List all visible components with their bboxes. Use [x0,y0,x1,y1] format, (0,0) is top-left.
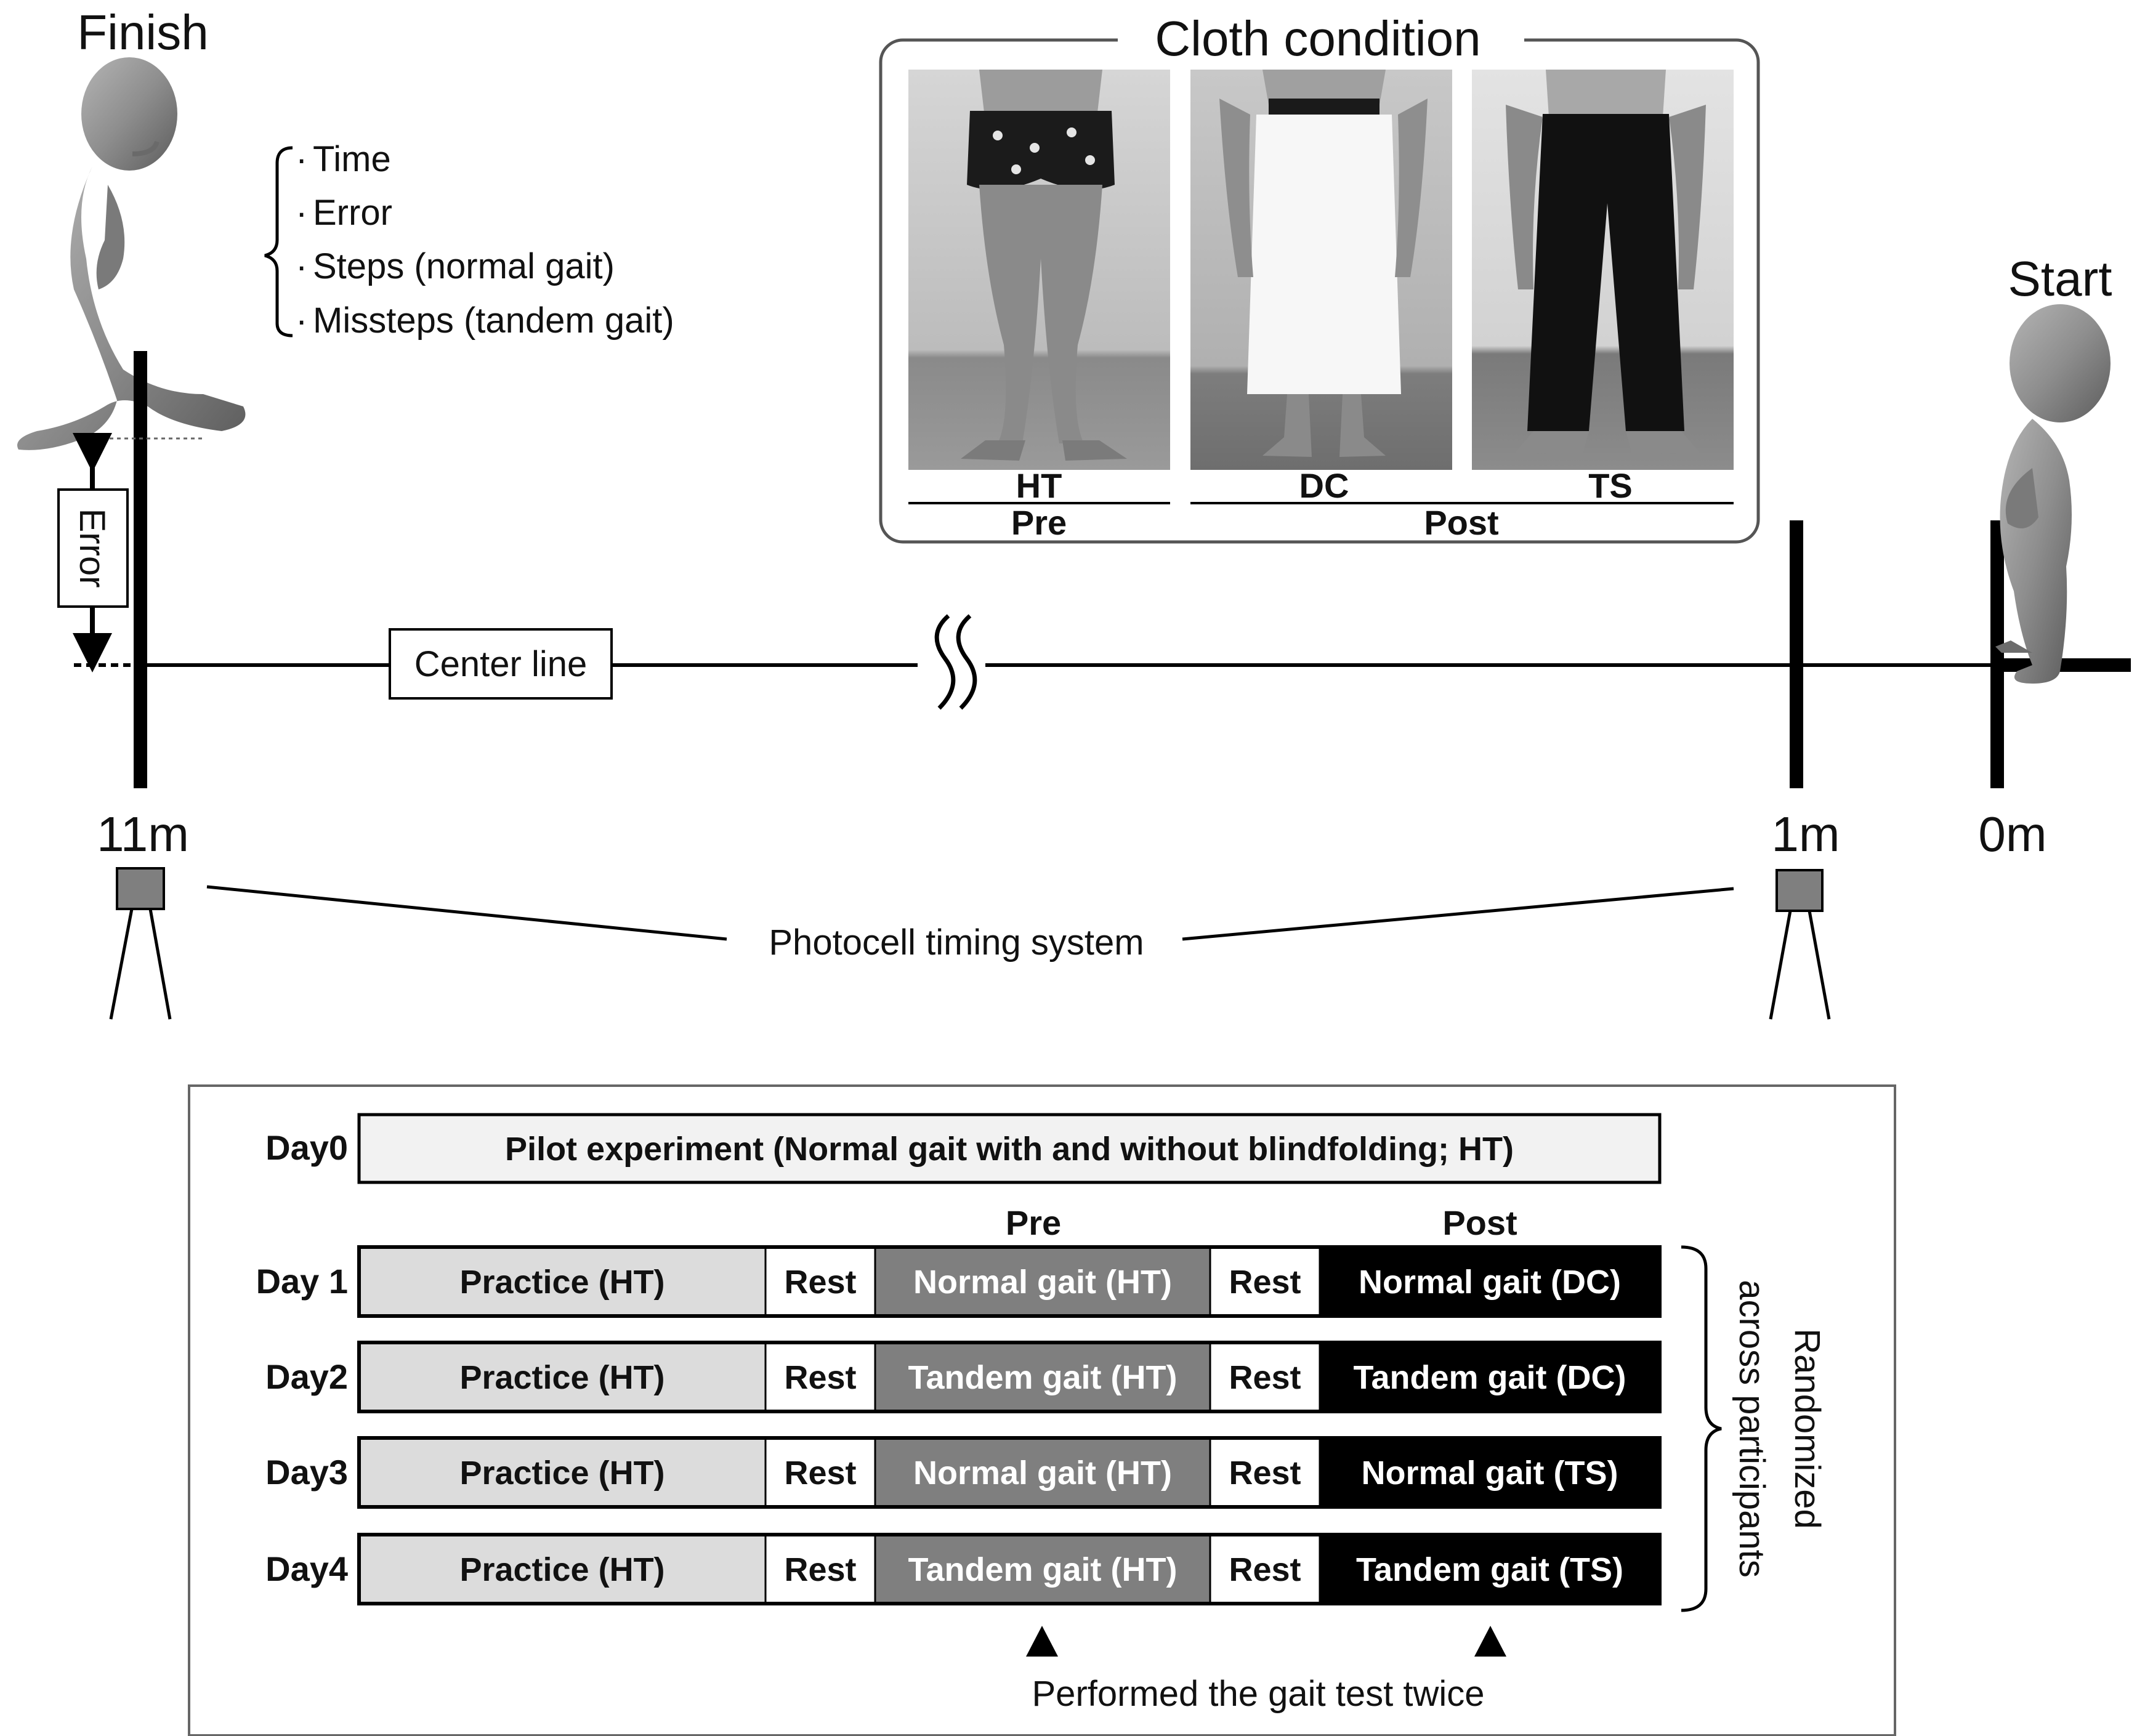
practice-text: Practice (HT) [459,1551,665,1588]
start-label: Start [2008,251,2112,306]
photocell-left [109,867,172,1020]
measure-item-time: Time [313,139,391,179]
measure-item-missteps: Missteps (tandem gait) [313,301,674,341]
rest-2-text: Rest [1229,1264,1301,1301]
schedule-post-header: Post [1442,1203,1517,1242]
post-test-text: Tandem gait (TS) [1356,1551,1623,1588]
randomized-label: Randomized [1787,1328,1827,1529]
measure-bullet: · [296,301,307,341]
center-line-label-box [389,628,613,700]
cloth-label-ts: TS [1588,466,1633,505]
cloth-photo-ts [1472,70,1734,470]
practice-text: Practice (HT) [459,1359,665,1396]
measure-item-error: Error [313,193,392,233]
day-label: Day3 [265,1453,348,1492]
cloth-condition-title: Cloth condition [1155,11,1481,66]
finish-mannequin-figure [17,57,246,450]
practice-segment [358,1437,767,1508]
rest-1-text: Rest [784,1455,856,1492]
rest-1-text: Rest [784,1359,856,1396]
day-label: Day2 [265,1357,348,1396]
randomized-sublabel: across participants [1732,1280,1772,1578]
triangle-marker-post [1474,1626,1506,1657]
error-label: Error [72,509,112,588]
distance-label-11m: 11m [97,807,189,862]
measure-bullet: · [296,193,307,233]
schedule-row: Day 1 Practice (HT) Rest Normal gait (HT) Re… [256,1245,1662,1318]
schedule-row: Day3 Practice (HT) Rest Normal gait (HT) Res… [265,1436,1662,1509]
post-test-text: Normal gait (TS) [1361,1455,1618,1492]
photocell-beam-right [1182,887,1734,941]
photocell-right [1769,869,1831,1020]
center-line-label: Center line [414,644,587,684]
rest-2-text: Rest [1229,1551,1301,1588]
pre-test-text: Tandem gait (HT) [908,1359,1178,1396]
photocell-label: Photocell timing system [769,923,1144,963]
rest-2-text: Rest [1229,1455,1301,1492]
schedule-row: Day4 Practice (HT) Rest Tandem gait (HT) Res… [265,1533,1662,1605]
measure-bullet: · [296,139,307,179]
finish-label: Finish [77,5,208,60]
cloth-label-dc: DC [1299,466,1349,505]
post-test-text: Normal gait (DC) [1359,1264,1621,1301]
practice-segment [358,1246,767,1317]
schedule-pre-header: Pre [1006,1203,1061,1242]
measure-bullet: · [296,246,307,286]
schedule-row-outline [357,1436,1662,1509]
post-test-text: Tandem gait (DC) [1354,1359,1626,1396]
cloth-phase-pre: Pre [1011,503,1067,542]
post-test-segment [1319,1246,1661,1317]
cloth-title-background [1118,15,1524,71]
randomized-brace [1681,1245,1722,1612]
rest-1-text: Rest [784,1264,856,1301]
photocell-beam-left [206,885,727,941]
practice-text: Practice (HT) [459,1455,665,1492]
post-test-segment [1319,1533,1661,1605]
cloth-photo-dc [1190,70,1452,470]
day0-bar-text: Pilot experiment (Normal gait with and w… [505,1131,1514,1168]
practice-segment [358,1533,767,1605]
measure-item-steps: Steps (normal gait) [313,246,615,286]
triangle-marker-pre [1026,1626,1058,1657]
rest-2-text: Rest [1229,1359,1301,1396]
pre-test-text: Normal gait (HT) [913,1264,1172,1301]
rest-1-segment [764,1341,876,1413]
pre-test-segment [874,1246,1211,1317]
pre-test-text: Tandem gait (HT) [908,1551,1178,1588]
distance-label-0m: 0m [1978,807,2046,862]
schedule-row: Day2 Practice (HT) Rest Tandem gait (HT) Res… [265,1341,1662,1413]
day0-label: Day0 [265,1128,348,1167]
rest-2-segment [1209,1246,1321,1317]
distance-label-1m: 1m [1771,807,1840,862]
schedule-row-outline [357,1533,1662,1605]
start-mannequin-figure [1995,304,2111,684]
rest-1-text: Rest [784,1551,856,1588]
practice-segment [358,1341,767,1413]
rest-1-segment [764,1533,876,1605]
schedule-row-outline [357,1245,1662,1318]
day-label: Day 1 [256,1262,348,1301]
schedule-row-outline [357,1341,1662,1413]
measures-brace [264,146,293,337]
day-label: Day4 [265,1549,348,1588]
practice-text: Practice (HT) [459,1264,665,1301]
error-label-box [57,488,129,608]
cloth-phase-post: Post [1424,503,1498,542]
rest-2-segment [1209,1533,1321,1605]
day0-bar [357,1113,1662,1184]
distance-break-symbol [934,614,977,710]
cloth-label-ht: HT [1016,466,1062,505]
cloth-photo-ht [908,70,1170,470]
measures-list: · Time · Error · Steps (normal gait) · M… [296,139,674,341]
gait-test-twice-note: Performed the gait test twice [1032,1674,1485,1714]
pre-test-text: Normal gait (HT) [913,1455,1172,1492]
